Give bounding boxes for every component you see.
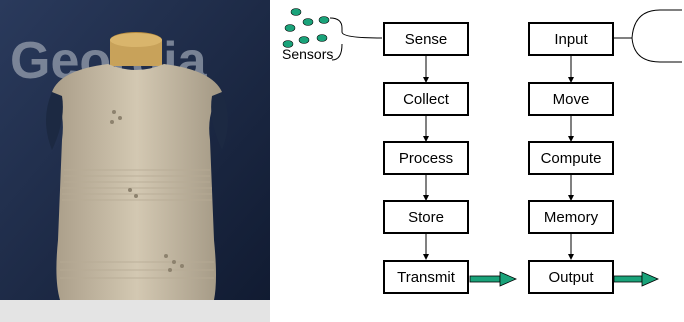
sensor-dot [318,16,330,24]
box-store: Store [383,200,469,234]
box-process: Process [383,141,469,175]
sensor-dot [282,40,294,48]
box-collect: Collect [383,82,469,116]
box-transmit: Transmit [383,260,469,294]
box-compute: Compute [528,141,614,175]
sensor-dot [290,8,302,16]
process-diagram: Sensors Sense Collect Process Store Tran… [270,0,684,322]
sensor-dot [298,36,310,44]
sensor-dot [316,34,328,42]
sensors-brace [329,17,383,61]
box-output: Output [528,260,614,294]
box-move: Move [528,82,614,116]
output-arrow-icon [613,271,659,287]
box-sense: Sense [383,22,469,56]
diagram-connectors [282,8,682,287]
sensor-dot [302,18,314,26]
garment-photo: Georgia [0,0,270,322]
input-brace [614,9,682,63]
sensor-dot [284,24,296,32]
transmit-arrow-icon [469,271,517,287]
box-memory: Memory [528,200,614,234]
sensors-label: Sensors [282,46,334,62]
box-input: Input [528,22,614,56]
sensor-dots-icon [282,8,330,48]
mannequin-photo-illustration: Georgia [0,0,270,322]
